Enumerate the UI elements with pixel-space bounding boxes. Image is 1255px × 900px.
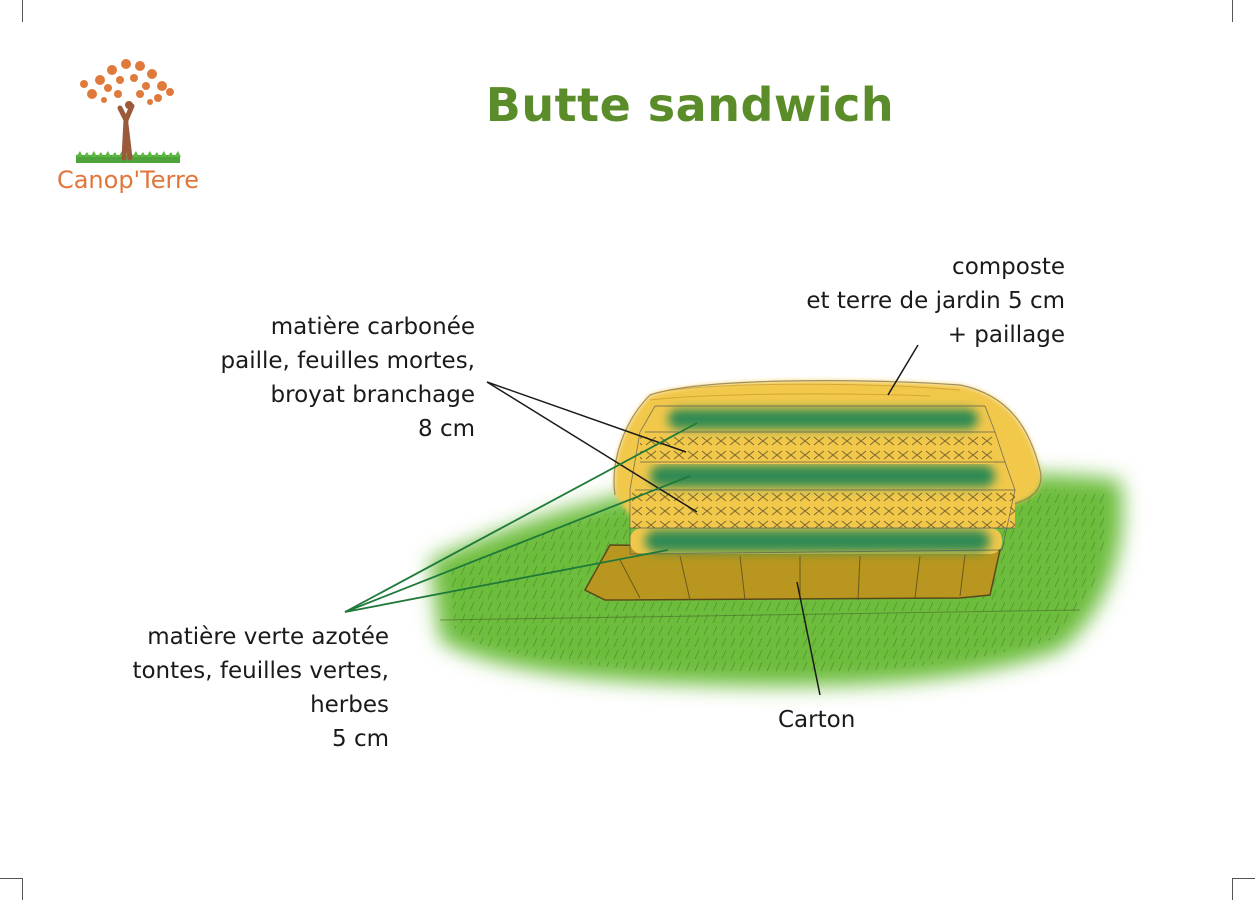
label-compost-line: + paillage <box>947 322 1065 348</box>
page-title: Butte sandwich <box>485 78 895 132</box>
crop-mark-bottom-right-h <box>1233 878 1255 879</box>
label-compost-line: et terre de jardin 5 cm <box>806 288 1065 314</box>
label-green-line: matière verte azotée <box>147 624 389 650</box>
logo-tree-icon <box>76 59 181 163</box>
label-green-line: herbes <box>310 692 389 718</box>
crop-mark-top-left-v <box>22 0 23 22</box>
crop-mark-top-right-v <box>1232 0 1233 22</box>
label-carton: Carton <box>778 707 856 733</box>
label-carbon-line: broyat branchage <box>270 382 475 408</box>
crop-mark-bottom-right-v <box>1232 878 1233 900</box>
label-compost: composte et terre de jardin 5 cm + paill… <box>806 250 1065 352</box>
label-green: matière verte azotée tontes, feuilles ve… <box>132 620 389 756</box>
crop-mark-bottom-left-v <box>22 878 23 900</box>
label-carbon-line: 8 cm <box>418 416 475 442</box>
label-green-line: tontes, feuilles vertes, <box>132 658 389 684</box>
label-green-line: 5 cm <box>332 726 389 752</box>
label-compost-line: composte <box>952 254 1065 280</box>
carton-layer <box>583 544 1001 601</box>
crop-mark-bottom-left-h <box>0 878 22 879</box>
label-carbon-line: paille, feuilles mortes, <box>220 348 475 374</box>
sandwich-layers <box>629 405 1016 555</box>
leader-lines <box>344 344 919 696</box>
logo-name: Canop'Terre <box>56 166 200 194</box>
label-carbon-line: matière carbonée <box>270 314 475 340</box>
label-carbon: matière carbonée paille, feuilles mortes… <box>221 310 475 446</box>
